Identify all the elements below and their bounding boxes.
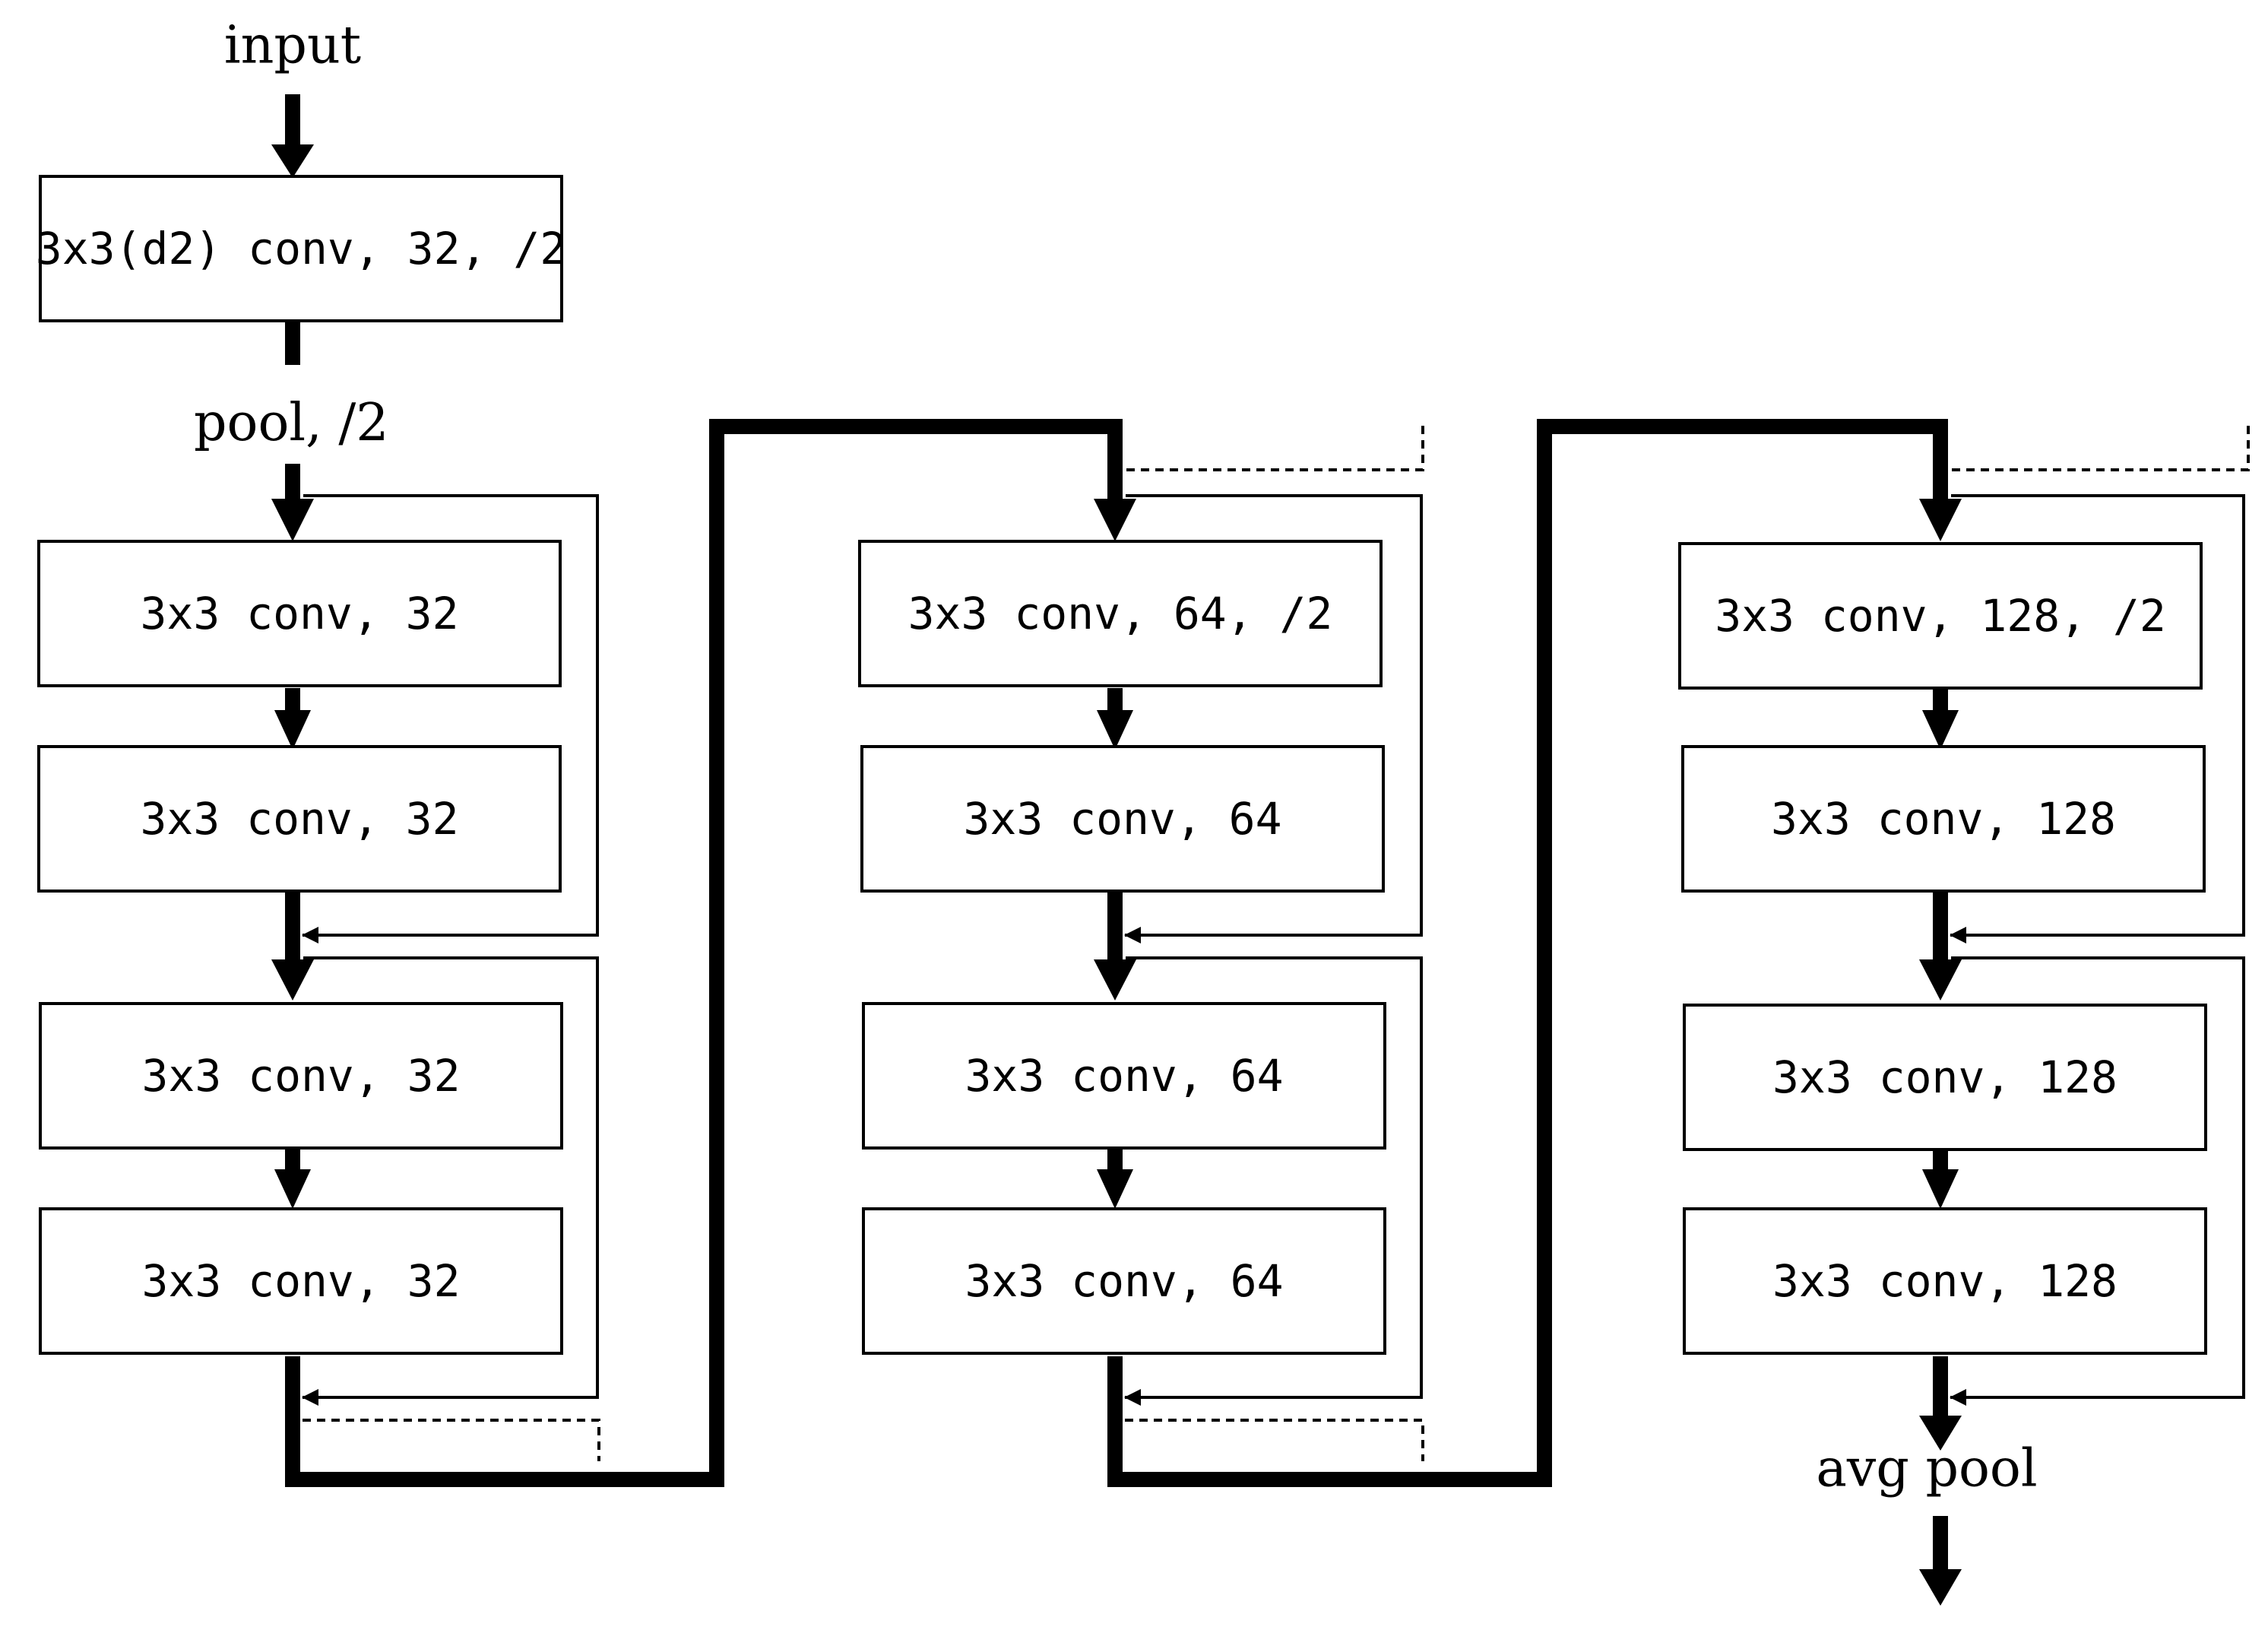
main-arrowheads xyxy=(271,144,1962,1606)
conv-block: 3x3 conv, 128 xyxy=(1683,1004,2207,1151)
conv-block-label: 3x3 conv, 32 xyxy=(140,588,458,639)
conv-block: 3x3 conv, 32 xyxy=(37,745,562,893)
conv-block: 3x3 conv, 64 xyxy=(862,1207,1386,1355)
stage-1: 3x3 conv, 32 3x3 conv, 32 3x3 conv, 32 3… xyxy=(37,540,563,1355)
conv-block-label: 3x3 conv, 32 xyxy=(140,793,458,845)
shortcut-arrowheads xyxy=(302,927,1966,1406)
pool-label: pool, /2 xyxy=(194,393,389,453)
conv-block-label: 3x3 conv, 64 xyxy=(963,793,1281,845)
conv-block-label: 3x3 conv, 128 xyxy=(1771,793,2116,845)
conv-block: 3x3 conv, 128 xyxy=(1683,1207,2207,1355)
conv-block-label: 3x3 conv, 64, /2 xyxy=(908,588,1333,639)
input-label: input xyxy=(224,16,361,76)
conv-block: 3x3 conv, 32 xyxy=(37,540,562,687)
conv-block-label: 3x3 conv, 128 xyxy=(1772,1255,2118,1307)
conv-block-label: 3x3 conv, 32 xyxy=(141,1255,460,1307)
identity-shortcuts xyxy=(303,494,2245,1399)
projection-shortcuts xyxy=(303,423,2250,1461)
conv-block: 3x3 conv, 64 xyxy=(862,1002,1386,1150)
conv-block: 3x3 conv, 64, /2 xyxy=(858,540,1383,687)
conv-block-label: 3x3 conv, 128 xyxy=(1772,1051,2118,1103)
conv-block: 3x3 conv, 128, /2 xyxy=(1678,542,2203,690)
conv-block-label: 3x3 conv, 128, /2 xyxy=(1715,590,2166,642)
stem-conv-block: 3x3(d2) conv, 32, /2 xyxy=(36,175,566,322)
conv-block: 3x3 conv, 32 xyxy=(39,1002,563,1150)
conv-block-label: 3x3 conv, 32 xyxy=(141,1050,460,1102)
conv-block: 3x3 conv, 128 xyxy=(1681,745,2206,893)
conv-block: 3x3 conv, 32 xyxy=(39,1207,563,1355)
conv-block-label: 3x3 conv, 64 xyxy=(965,1255,1283,1307)
conv-block-label: 3x3 conv, 64 xyxy=(965,1050,1283,1102)
stage-2: 3x3 conv, 64, /2 3x3 conv, 64 3x3 conv, … xyxy=(858,540,1386,1355)
stage-3: 3x3 conv, 128, /2 3x3 conv, 128 3x3 conv… xyxy=(1678,542,2207,1355)
stem-conv-label: 3x3(d2) conv, 32, /2 xyxy=(36,223,566,274)
avg-pool-label: avg pool xyxy=(1816,1439,2037,1499)
stage-connector-1-2 xyxy=(285,419,1123,1487)
stage-connector-2-3 xyxy=(1107,419,1948,1487)
conv-block: 3x3 conv, 64 xyxy=(860,745,1385,893)
